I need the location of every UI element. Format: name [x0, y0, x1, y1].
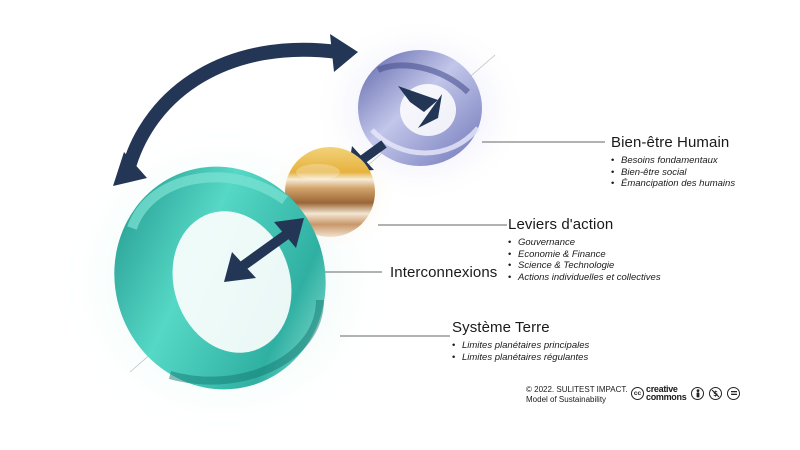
creative-commons-logo: cc creative commons	[631, 384, 687, 402]
cc-nc-icon: $	[709, 386, 723, 400]
cc-wordmark-line-2: commons	[646, 392, 687, 402]
interconnexions-arrow	[224, 218, 304, 282]
human-inner-arrowhead	[418, 94, 442, 128]
action-levers-block: Leviers d'action Gouvernance Economie & …	[508, 216, 661, 283]
cc-wordmark: creative commons	[646, 384, 687, 402]
cc-by-icon	[691, 386, 705, 400]
human-wellbeing-list: Besoins fondamentaux Bien-être social Ém…	[611, 155, 735, 190]
human-inner-arrow	[398, 86, 438, 112]
copyright-line: © 2022. SULITEST IMPACT.	[526, 385, 628, 394]
levers-sphere	[285, 147, 375, 237]
cc-wordmark-line-1: creative	[646, 384, 678, 394]
interconnexions-title: Interconnexions	[390, 264, 498, 281]
earth-system-list: Limites planétaires principales Limites …	[452, 340, 589, 363]
list-item: Science & Technologie	[508, 260, 661, 272]
license-badges: cc creative commons $	[631, 384, 741, 402]
cc-nd-icon	[727, 386, 741, 400]
interconnexions-block: Interconnexions	[390, 264, 497, 281]
human-wellbeing-block: Bien-être Humain Besoins fondamentaux Bi…	[611, 134, 735, 190]
cycle-arrow	[113, 34, 358, 186]
action-levers-title: Leviers d'action	[508, 216, 614, 233]
list-item: Besoins fondamentaux	[611, 155, 735, 167]
earth-system-block: Système Terre Limites planétaires princi…	[452, 319, 589, 363]
copyright-footer: © 2022. SULITEST IMPACT. Model of Sustai…	[526, 385, 628, 405]
list-item: Economie & Finance	[508, 249, 661, 261]
list-item: Gouvernance	[508, 237, 661, 249]
list-item: Émancipation des humains	[611, 178, 735, 190]
cc-icon: cc	[631, 386, 644, 400]
action-levers-list: Gouvernance Economie & Finance Science &…	[508, 237, 661, 283]
earth-system-title: Système Terre	[452, 319, 550, 336]
list-item: Bien-être social	[611, 167, 735, 179]
list-item: Limites planétaires régulantes	[452, 352, 589, 364]
human-wellbeing-title: Bien-être Humain	[611, 134, 730, 151]
list-item: Limites planétaires principales	[452, 340, 589, 352]
list-item: Actions individuelles et collectives	[508, 272, 661, 284]
model-name-line: Model of Sustainability	[526, 395, 607, 404]
